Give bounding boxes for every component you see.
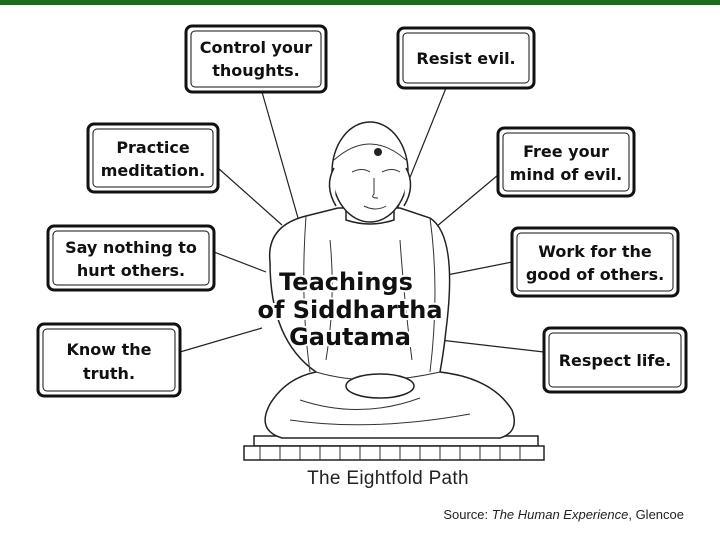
connector-practice-meditation xyxy=(217,167,283,226)
teaching-label: thoughts. xyxy=(212,61,300,80)
connector-respect-life xyxy=(439,339,545,353)
center-title: Teachings of Siddhartha Gautama xyxy=(255,266,444,353)
robe xyxy=(264,207,515,439)
center-title-line: of Siddhartha xyxy=(257,296,442,324)
source-publisher: , Glencoe xyxy=(628,507,684,522)
connector-say-nothing xyxy=(213,251,267,273)
top-accent-bar xyxy=(0,0,720,5)
pedestal xyxy=(243,435,545,461)
teaching-label: Respect life. xyxy=(559,351,672,370)
seated-buddha-illustration xyxy=(243,121,545,461)
teaching-label: hurt others. xyxy=(77,261,185,280)
center-title-line: Teachings xyxy=(279,268,413,296)
teaching-label: Work for the xyxy=(538,242,652,261)
teaching-say-nothing: Say nothing to hurt others. xyxy=(46,224,216,292)
teaching-resist-evil: Resist evil. xyxy=(396,26,536,90)
teaching-label: truth. xyxy=(83,364,135,383)
teaching-label: Resist evil. xyxy=(416,49,515,68)
teaching-label: Say nothing to xyxy=(65,238,197,257)
teaching-work-for-good: Work for the good of others. xyxy=(510,226,680,298)
teaching-label: good of others. xyxy=(526,265,664,284)
teaching-label: Know the xyxy=(66,340,151,359)
center-title-line: Gautama xyxy=(289,323,411,351)
teaching-practice-meditation: Practice meditation. xyxy=(86,122,220,194)
connector-control-thoughts xyxy=(261,91,301,226)
connector-work-for-good xyxy=(441,261,513,277)
teaching-label: Free your xyxy=(523,142,609,161)
teaching-know-truth: Know the truth. xyxy=(36,322,182,398)
source-prefix: Source: xyxy=(443,507,489,522)
teaching-control-thoughts: Control your thoughts. xyxy=(184,24,328,94)
hands xyxy=(345,373,415,399)
teaching-label: Control your xyxy=(200,38,313,57)
teaching-label: meditation. xyxy=(101,161,206,180)
teaching-label: Practice xyxy=(116,138,190,157)
connector-know-truth xyxy=(179,327,263,353)
teaching-respect-life: Respect life. xyxy=(542,326,688,394)
teaching-label: mind of evil. xyxy=(510,165,622,184)
teaching-free-mind: Free your mind of evil. xyxy=(496,126,636,198)
connector-free-mind xyxy=(429,174,499,233)
source-credit: Source: The Human Experience, Glencoe xyxy=(443,507,684,522)
figure-caption: The Eightfold Path xyxy=(307,468,469,489)
source-title: The Human Experience xyxy=(491,507,629,522)
